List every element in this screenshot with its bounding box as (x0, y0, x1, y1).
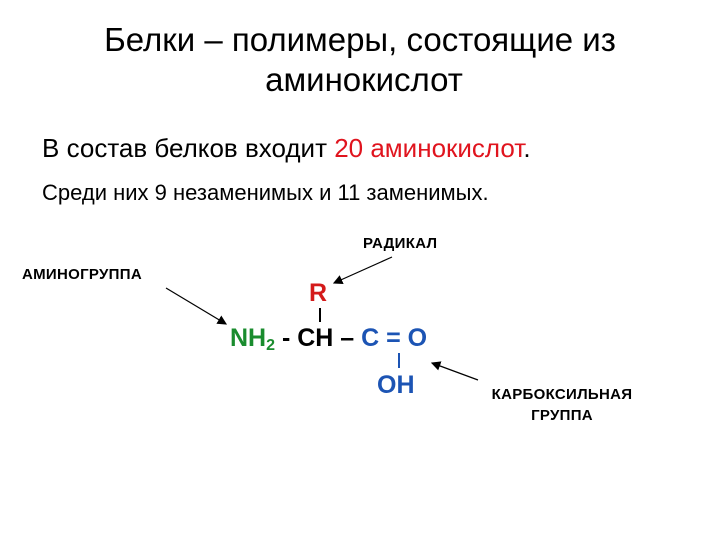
label-carboxyl-line-1: КАРБОКСИЛЬНАЯ (491, 386, 633, 403)
arrow-to-radical (332, 256, 393, 284)
formula-carbonyl: C = O (361, 324, 428, 352)
title-line-1: Белки – полимеры, состоящие из (104, 21, 616, 58)
body-line-1: В состав белков входит 20 аминокислот. (42, 133, 531, 164)
body-line-2: Среди них 9 незаменимых и 11 заменимых. (42, 180, 489, 205)
label-carboxyl-line-2: ГРУППА (531, 407, 593, 424)
body-line-1-suffix: . (523, 133, 531, 163)
formula-main-chain: NH2 - CH – C = O (230, 324, 427, 355)
body-line-1-prefix: В состав белков входит (42, 133, 335, 163)
formula-subscript-2: 2 (266, 337, 276, 354)
formula-nh: NH (230, 324, 267, 352)
slide-title: Белки – полимеры, состоящие из аминокисл… (0, 20, 720, 100)
arrow-to-amino-group (165, 287, 228, 325)
formula-oh: OH (377, 371, 415, 399)
label-amino-group: АМИНОГРУППА (22, 266, 142, 283)
label-carboxyl-group: КАРБОКСИЛЬНАЯ ГРУППА (480, 384, 644, 426)
highlight-20-amino-acids: 20 аминокислот (334, 133, 524, 163)
title-line-2: аминокислот (265, 61, 463, 98)
formula-r-group: R (309, 279, 328, 307)
formula-nh2: NH2 (230, 324, 276, 354)
arrow-to-carboxyl-group (430, 361, 479, 381)
label-radical: РАДИКАЛ (363, 235, 438, 252)
formula-ch: - CH – (275, 324, 362, 352)
